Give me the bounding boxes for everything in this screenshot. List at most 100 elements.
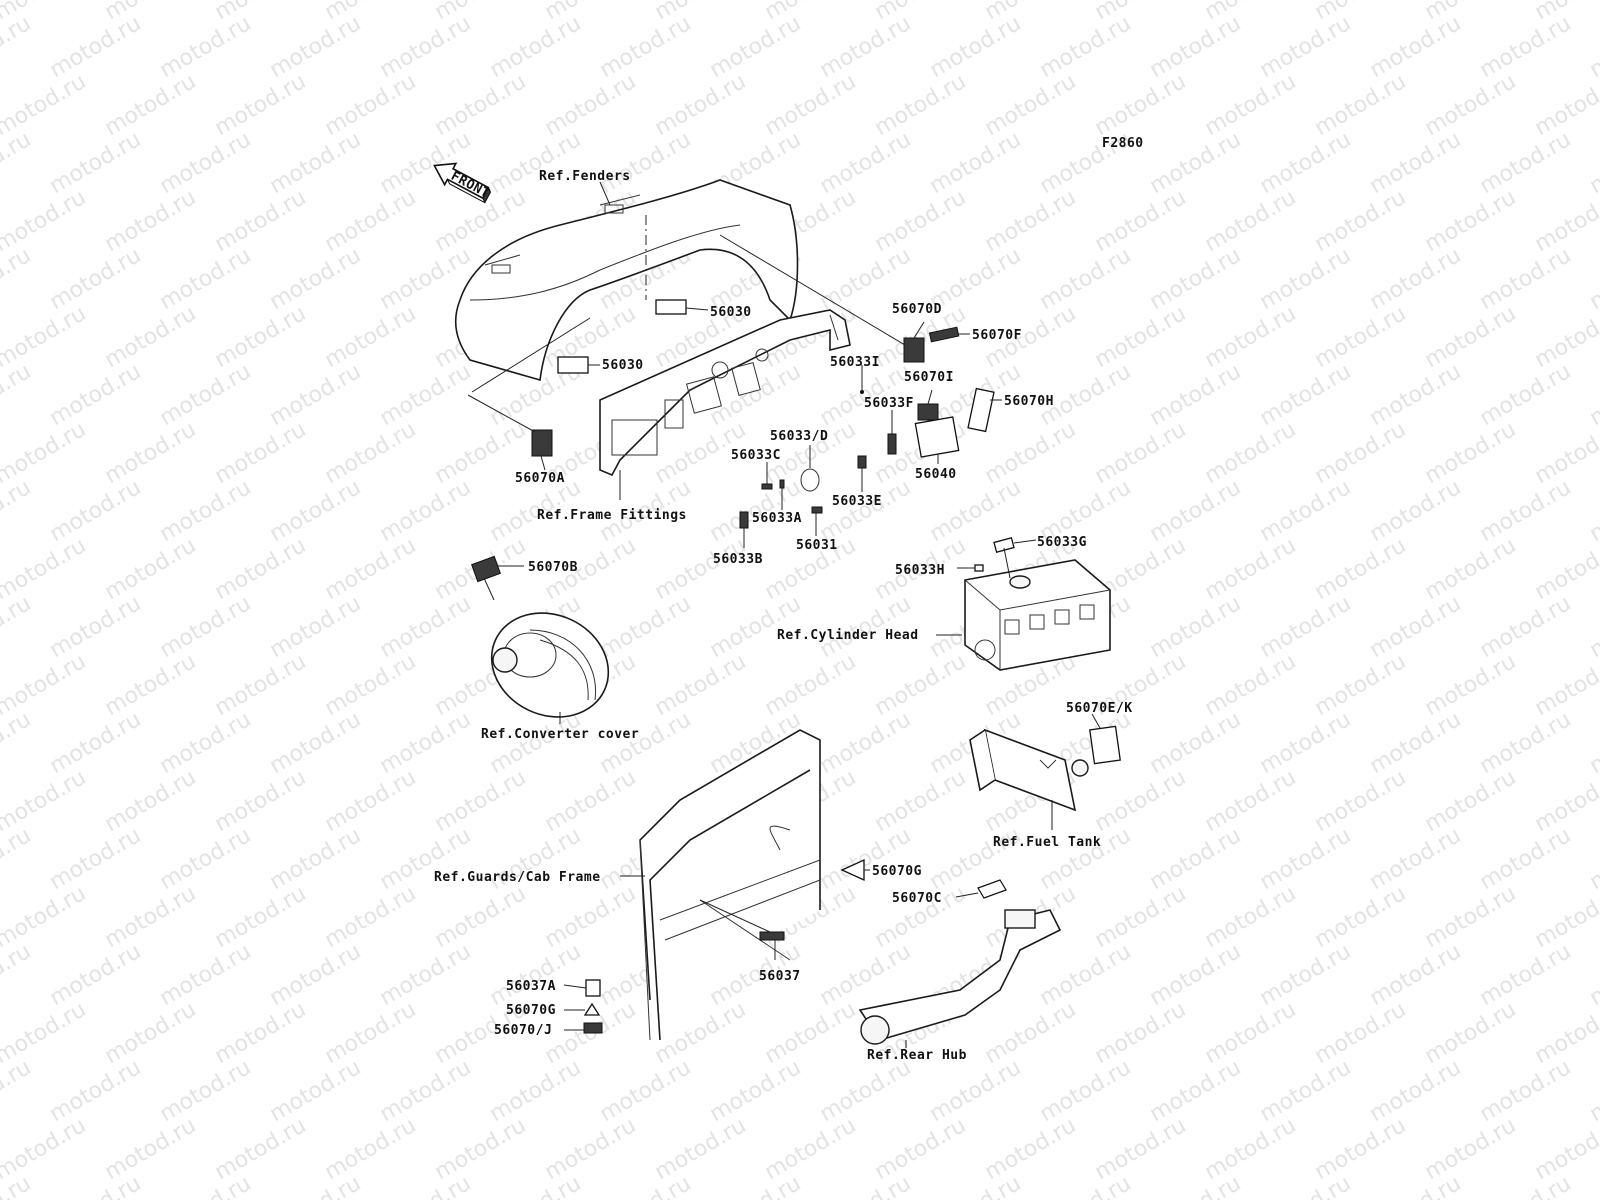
decal-56033F	[887, 433, 897, 455]
watermark-text: motod.ru	[1586, 475, 1600, 547]
watermark-text: motod.ru	[1146, 475, 1246, 547]
part-label-56070I: 56070I	[904, 370, 954, 385]
part-label-56070B: 56070B	[528, 560, 578, 575]
frame-fittings-illustration	[599, 309, 851, 477]
decal-56070D	[903, 337, 925, 363]
part-label-56033B: 56033B	[713, 552, 763, 567]
part-label-56070G-a: 56070G	[872, 864, 922, 879]
watermark-text: motod.ru	[816, 707, 916, 779]
watermark-text: motod.ru	[266, 823, 366, 895]
watermark-text: motod.ru	[1476, 11, 1576, 83]
watermark-text: motod.ru	[1036, 11, 1136, 83]
decal-56070EK	[1089, 725, 1121, 765]
watermark-text: motod.ru	[431, 881, 531, 953]
watermark-text: motod.ru	[1311, 301, 1411, 373]
watermark-text: motod.ru	[101, 185, 201, 257]
watermark-text: motod.ru	[1256, 591, 1356, 663]
watermark-text: motod.ru	[816, 127, 916, 199]
watermark-text: motod.ru	[981, 69, 1081, 141]
watermark-text: motod.ru	[321, 185, 421, 257]
watermark-text: motod.ru	[1036, 1171, 1136, 1200]
watermark-text: motod.ru	[871, 765, 971, 837]
watermark-text: motod.ru	[1366, 823, 1466, 895]
watermark-text: motod.ru	[321, 765, 421, 837]
part-label-56033D: 56033/D	[770, 429, 828, 444]
ref-fenders-label: Ref.Fenders	[539, 169, 631, 184]
part-label-56070A: 56070A	[515, 471, 565, 486]
part-label-56031: 56031	[796, 538, 838, 553]
watermark-text: motod.ru	[1366, 1055, 1466, 1127]
watermark-text: motod.ru	[1531, 649, 1600, 721]
decal-56033B	[739, 511, 749, 529]
watermark-text: motod.ru	[1091, 1113, 1191, 1185]
watermark-text: motod.ru	[1256, 127, 1356, 199]
watermark-text: motod.ru	[101, 881, 201, 953]
watermark-text: motod.ru	[266, 11, 366, 83]
watermark-text: motod.ru	[266, 475, 366, 547]
watermark-text: motod.ru	[156, 475, 256, 547]
watermark-text: motod.ru	[1256, 707, 1356, 779]
watermark-text: motod.ru	[1421, 649, 1521, 721]
watermark-text: motod.ru	[1146, 11, 1246, 83]
watermark-text: motod.ru	[1586, 707, 1600, 779]
watermark-text: motod.ru	[46, 939, 146, 1011]
part-label-56040: 56040	[915, 467, 957, 482]
decal-56070I	[917, 403, 939, 421]
part-label-56070F: 56070F	[972, 328, 1022, 343]
watermark-text: motod.ru	[156, 707, 256, 779]
watermark-text: motod.ru	[706, 11, 806, 83]
watermark-text: motod.ru	[0, 881, 90, 953]
ref-converter-cover-label: Ref.Converter cover	[481, 727, 639, 742]
watermark-text: motod.ru	[816, 823, 916, 895]
part-label-56070J: 56070/J	[494, 1023, 552, 1038]
front-arrow-label: FRONT	[448, 169, 492, 202]
rear-hub-illustration	[858, 879, 1062, 1045]
decal-56070B	[471, 555, 501, 583]
watermark-text: motod.ru	[1531, 301, 1600, 373]
decal-56033H	[974, 564, 984, 572]
decal-56033G	[993, 537, 1015, 553]
watermark-text: motod.ru	[541, 765, 641, 837]
watermark-text: motod.ru	[1586, 591, 1600, 663]
part-label-56070H: 56070H	[1004, 394, 1054, 409]
watermark-text: motod.ru	[981, 997, 1081, 1069]
watermark-text: motod.ru	[1036, 823, 1136, 895]
watermark-text: motod.ru	[0, 765, 90, 837]
watermark-text: motod.ru	[1256, 359, 1356, 431]
part-label-56037A: 56037A	[506, 979, 556, 994]
decal-56040	[914, 416, 960, 458]
watermark-text: motod.ru	[1366, 475, 1466, 547]
watermark-text: motod.ru	[211, 765, 311, 837]
part-label-56037: 56037	[759, 969, 801, 984]
watermark-text: motod.ru	[1146, 939, 1246, 1011]
watermark-text: motod.ru	[926, 127, 1026, 199]
watermark-text: motod.ru	[1311, 417, 1411, 489]
decal-56070A	[531, 429, 553, 457]
watermark-text: motod.ru	[816, 1171, 916, 1200]
watermark-text: motod.ru	[596, 591, 696, 663]
watermark-text: motod.ru	[816, 475, 916, 547]
watermark-text: motod.ru	[1476, 939, 1576, 1011]
watermark-text: motod.ru	[1201, 301, 1301, 373]
watermark-text: motod.ru	[156, 127, 256, 199]
ref-guards-cab-frame-label: Ref.Guards/Cab Frame	[434, 870, 601, 885]
watermark-text: motod.ru	[46, 359, 146, 431]
watermark-text: motod.ru	[486, 11, 586, 83]
watermark-text: motod.ru	[1146, 823, 1246, 895]
watermark-text: motod.ru	[1476, 823, 1576, 895]
watermark-text: motod.ru	[156, 11, 256, 83]
watermark-text: motod.ru	[1146, 1055, 1246, 1127]
watermark-text: motod.ru	[321, 649, 421, 721]
watermark-text: motod.ru	[321, 301, 421, 373]
watermark-text: motod.ru	[266, 359, 366, 431]
watermark-text: motod.ru	[156, 1055, 256, 1127]
watermark-text: motod.ru	[376, 707, 476, 779]
watermark-text: motod.ru	[1091, 69, 1191, 141]
watermark-text: motod.ru	[1256, 1171, 1356, 1200]
part-label-56030-a: 56030	[710, 305, 752, 320]
watermark-text: motod.ru	[816, 11, 916, 83]
watermark-text: motod.ru	[1476, 127, 1576, 199]
watermark-text: motod.ru	[101, 533, 201, 605]
watermark-text: motod.ru	[1091, 301, 1191, 373]
